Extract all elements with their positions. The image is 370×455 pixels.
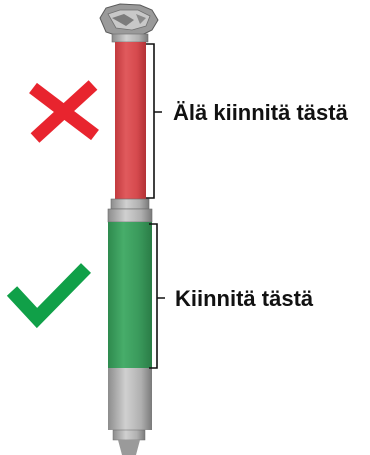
clamp-here-bracket xyxy=(149,223,165,369)
cross-icon xyxy=(29,80,99,143)
do-not-clamp-zone xyxy=(115,42,146,199)
seatpost-collar xyxy=(107,198,153,223)
check-icon xyxy=(6,263,91,329)
saddle-clamp-head xyxy=(99,3,159,43)
clamp-here-label: Kiinnitä tästä xyxy=(175,286,314,311)
clamp-zone xyxy=(108,222,152,368)
seatpost-lower-body xyxy=(108,368,152,455)
do-not-clamp-label: Älä kiinnitä tästä xyxy=(173,100,348,125)
do-not-clamp-bracket xyxy=(146,43,162,199)
